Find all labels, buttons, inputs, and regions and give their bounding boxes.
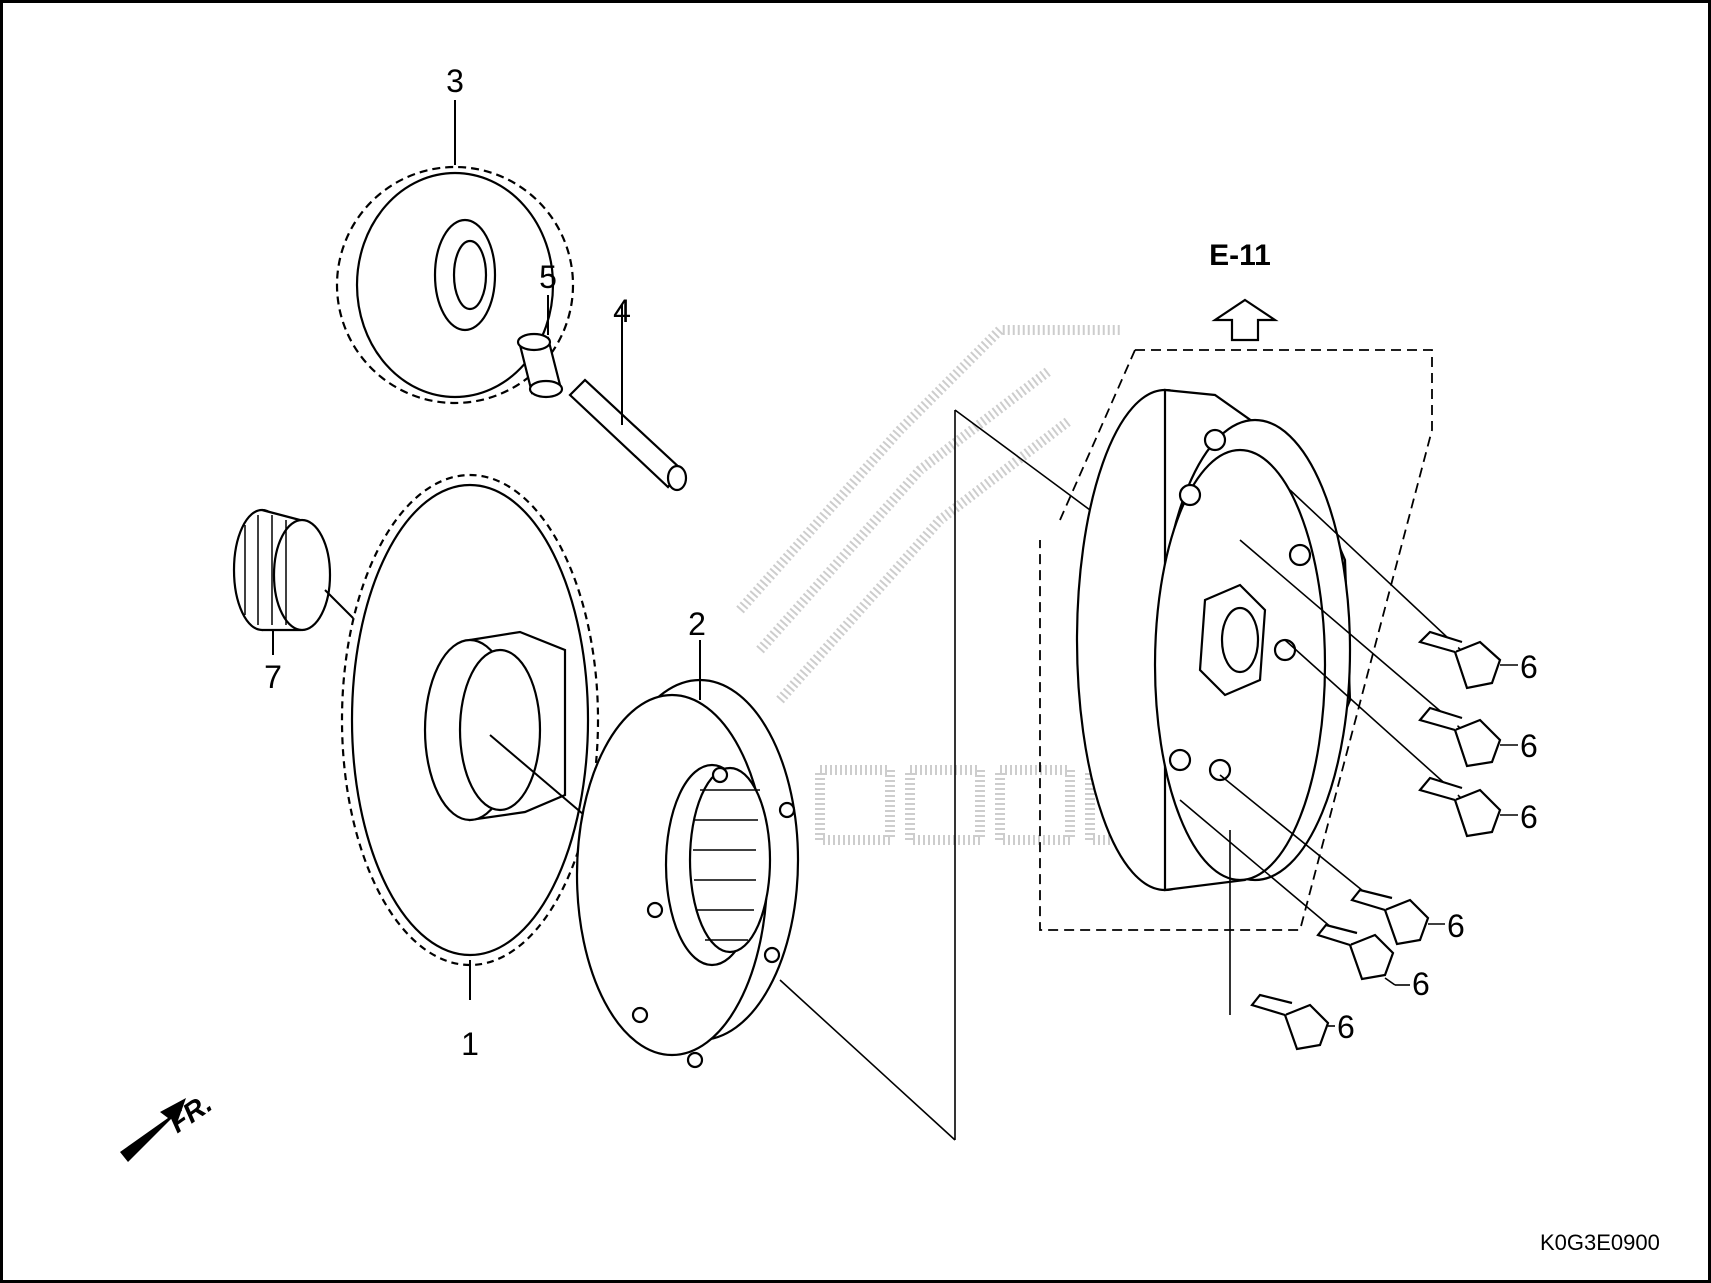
- explosion-lines: [779, 409, 1091, 1141]
- figure-code: K0G3E0900: [1540, 1230, 1660, 1255]
- callout-4: 4: [613, 293, 631, 329]
- part-6-bolts: [1179, 489, 1518, 1051]
- bolt-6d: [1350, 888, 1430, 946]
- part-7-needle-bearing: [232, 508, 332, 632]
- bolt-6e: [1316, 923, 1395, 981]
- callout-6d: 6: [1447, 908, 1465, 944]
- part-4-shaft: [568, 378, 688, 492]
- bolt-6c: [1418, 776, 1502, 838]
- reference-arrow-up: [1211, 298, 1279, 342]
- callout-6e: 6: [1412, 966, 1430, 1002]
- callout-6f: 6: [1337, 1009, 1355, 1045]
- callout-1: 1: [461, 1026, 479, 1062]
- part-3-small-gear: [335, 165, 575, 405]
- watermark-logo: [736, 325, 1155, 845]
- callout-6b: 6: [1520, 728, 1538, 764]
- callout-6c: 6: [1520, 799, 1538, 835]
- reference-label: E-11: [1209, 239, 1271, 272]
- part-1-large-gear: [340, 473, 600, 967]
- bolt-6f: [1250, 993, 1330, 1051]
- part-5-collar: [516, 332, 564, 399]
- bolt-6b: [1418, 706, 1502, 768]
- callout-2: 2: [688, 606, 706, 642]
- callout-7: 7: [264, 659, 282, 695]
- callout-3: 3: [446, 63, 464, 99]
- flywheel-rotor: [1075, 388, 1352, 892]
- part-2-one-way-clutch: [575, 678, 800, 1069]
- callout-6a: 6: [1520, 649, 1538, 685]
- callout-5: 5: [539, 259, 557, 295]
- assembly-dashed-box: [1039, 349, 1433, 931]
- bolt-6a: [1417, 630, 1502, 690]
- front-direction-arrow: [120, 1098, 186, 1162]
- front-direction-label: FR.: [163, 1087, 218, 1138]
